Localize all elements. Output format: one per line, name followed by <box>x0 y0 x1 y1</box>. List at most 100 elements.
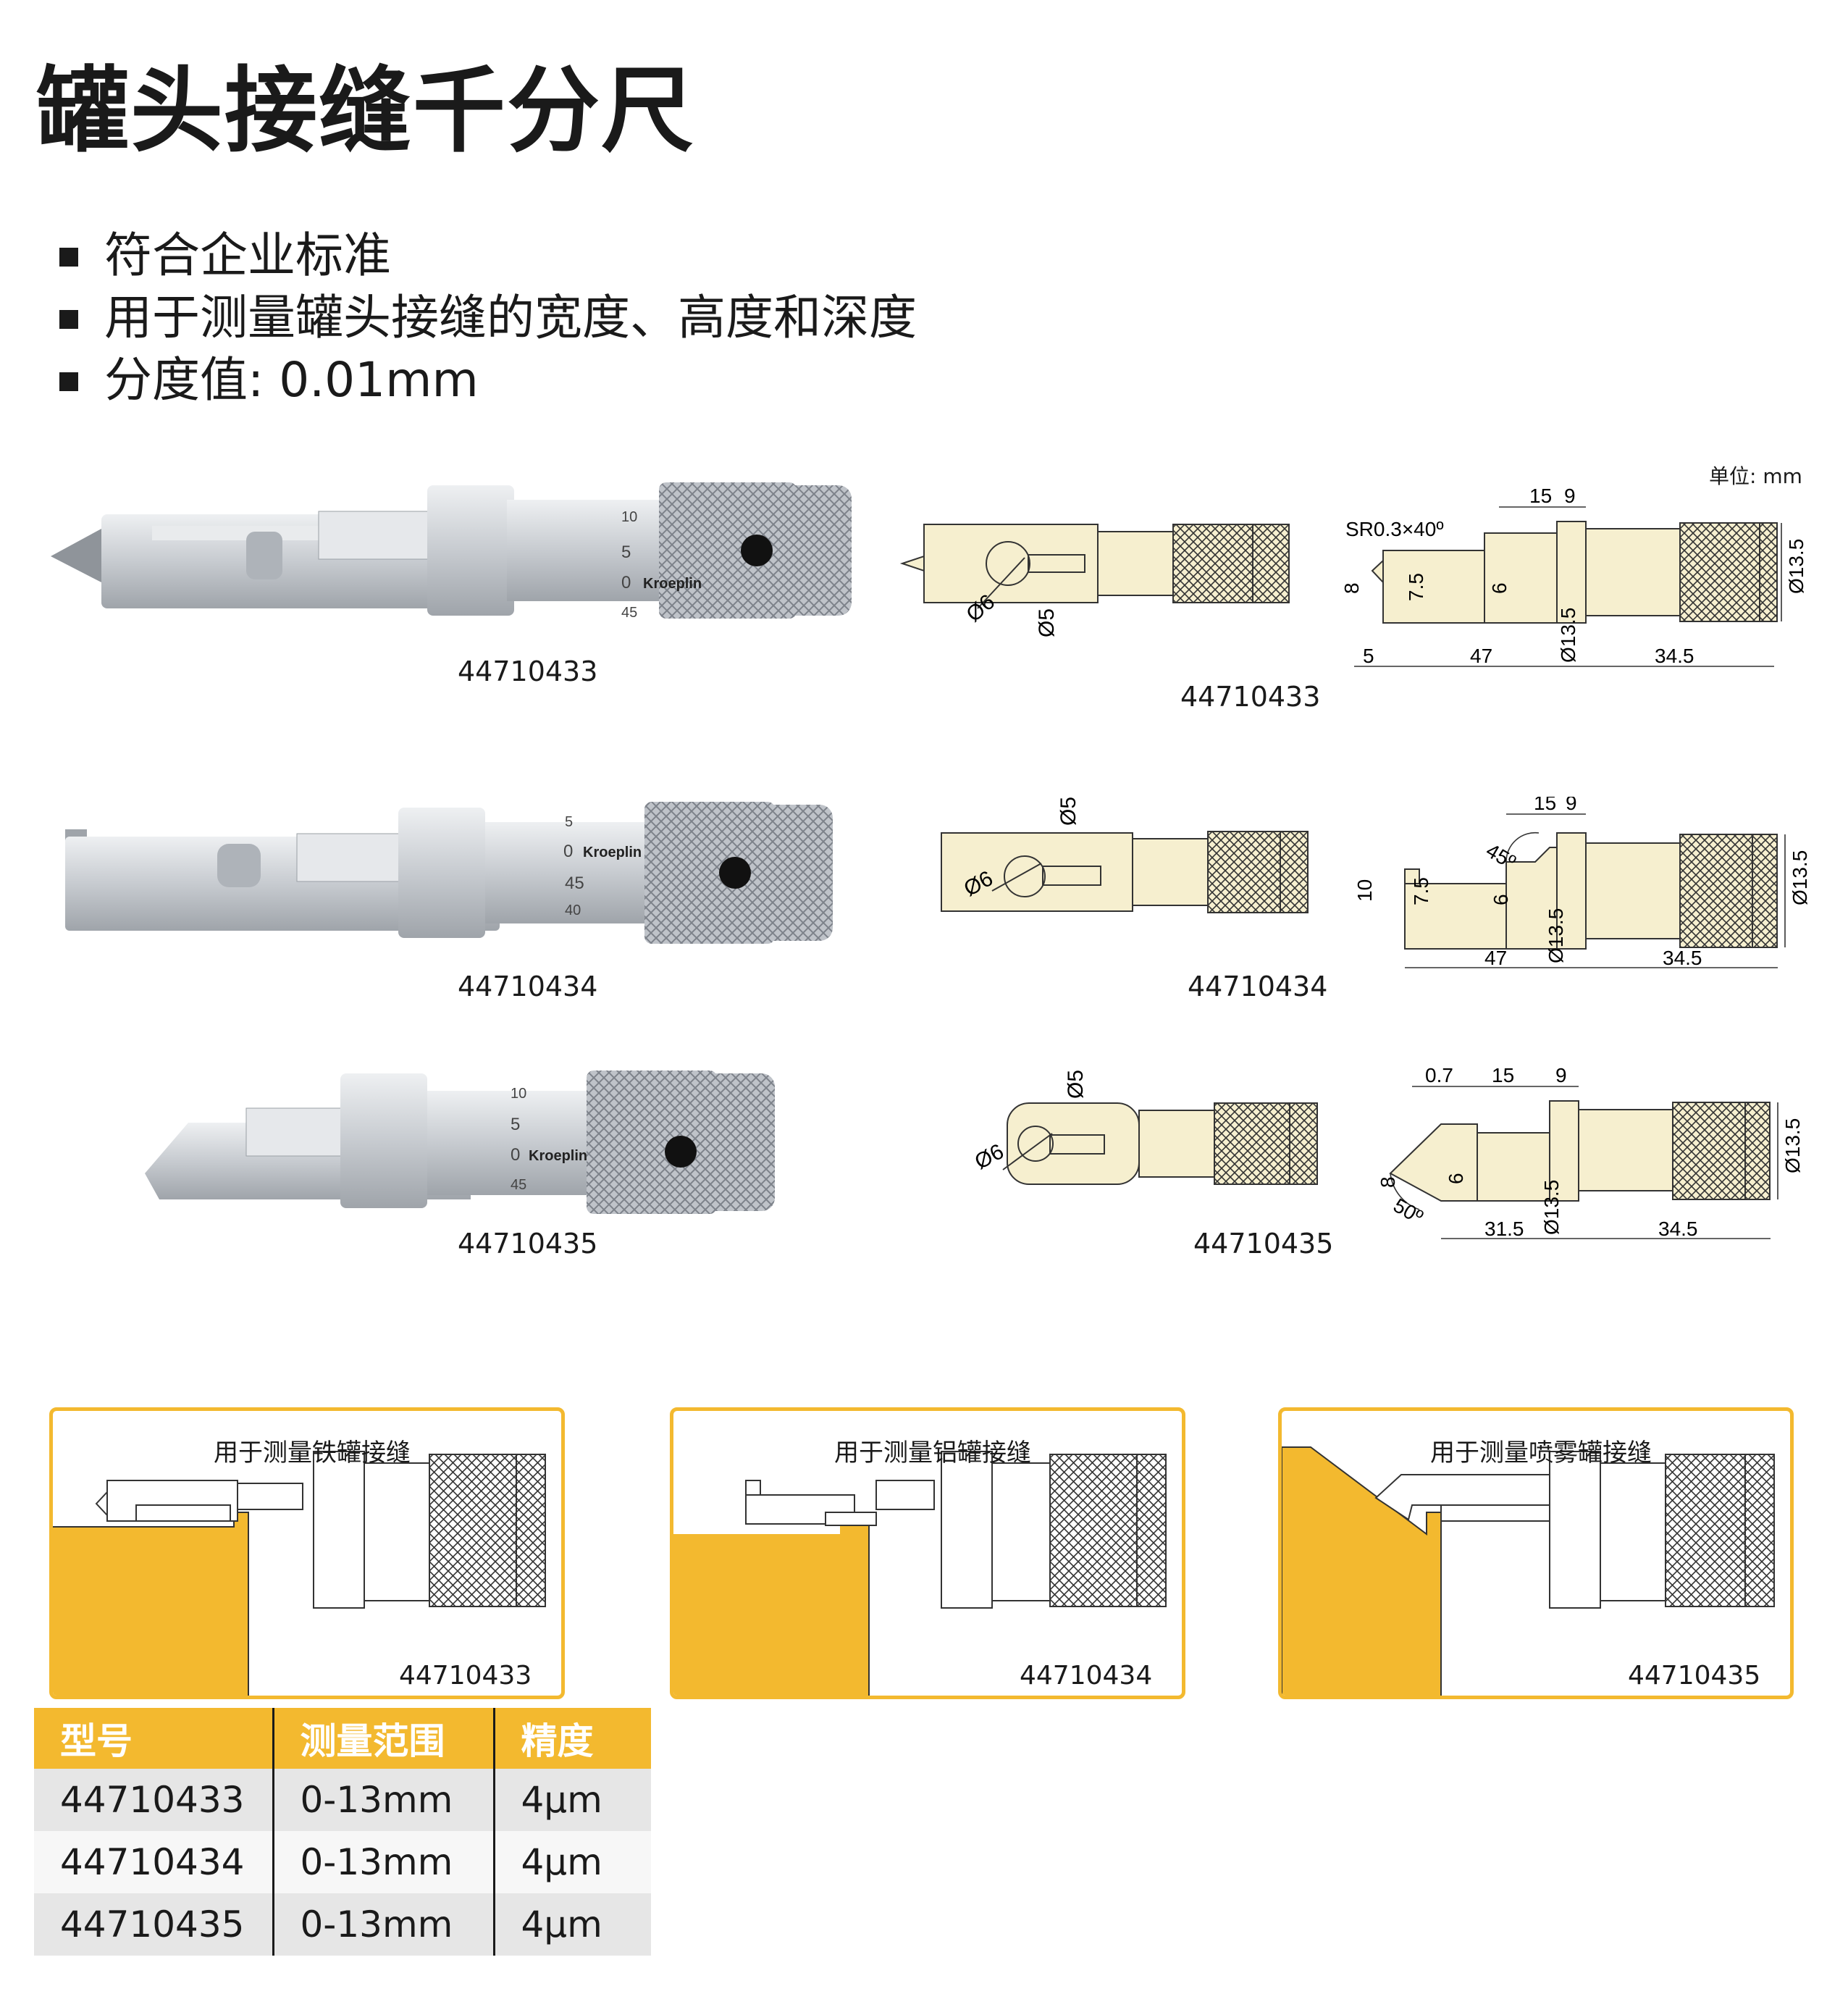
dim-label: 47 <box>1484 947 1507 969</box>
usage-panel-code: 44710434 <box>1020 1661 1153 1691</box>
dim-label: 7.5 <box>1405 573 1427 601</box>
bullet-icon <box>59 310 78 329</box>
cell-model: 44710435 <box>34 1893 273 1956</box>
brand-logo: Kroeplin <box>529 1148 587 1164</box>
side-drawing-44710434: 15 9 45º 10 7.5 6 Ø13.5 Ø13.5 47 34.5 <box>1353 797 1810 969</box>
dim-label: Ø13.5 <box>1781 1118 1804 1173</box>
photo-caption: 44710433 <box>458 655 598 687</box>
usage-illustration <box>53 1451 546 1696</box>
dim-label: Ø5 <box>1064 1070 1088 1099</box>
feature-item: 分度值: 0.01mm <box>59 349 917 411</box>
unit-note: 单位: mm <box>1709 464 1802 488</box>
photo-caption: 44710434 <box>458 971 598 1002</box>
drawing-caption: 44710434 <box>1188 971 1328 1002</box>
col-header-range: 测量范围 <box>272 1708 494 1769</box>
scale-mark: 45 <box>511 1177 526 1193</box>
product-photo-44710434: 5 0 45 40 Kroeplin <box>65 802 833 944</box>
side-drawing-44710433: SR0.3×40º 15 9 8 7.5 6 Ø13.5 Ø13.5 5 47 … <box>1340 485 1807 667</box>
scale-mark: 0 <box>511 1145 520 1165</box>
dim-label: Ø6 <box>974 1139 1008 1174</box>
dim-label: Ø13.5 <box>1540 1180 1563 1235</box>
scale-mark: 5 <box>621 542 631 562</box>
dim-label: Ø13.5 <box>1789 850 1810 905</box>
dim-label: 5 <box>1363 645 1374 667</box>
cell-accuracy: 4µm <box>492 1831 651 1893</box>
dim-label: 8 <box>1340 582 1363 594</box>
usage-panel-iron-can: 用于测量铁罐接缝 44710433 <box>49 1407 565 1699</box>
scale-mark: 5 <box>565 814 573 830</box>
dim-label: 15 <box>1534 797 1556 814</box>
cell-range: 0-13mm <box>272 1831 494 1893</box>
dim-label: Ø13.5 <box>1785 539 1807 594</box>
feature-item: 用于测量罐头接缝的宽度、高度和深度 <box>59 287 917 349</box>
front-drawing-44710435: Ø5 Ø6 <box>974 1070 1318 1185</box>
dim-label: Ø5 <box>1035 608 1059 637</box>
cell-accuracy: 4µm <box>492 1893 651 1956</box>
bullet-icon <box>59 248 78 267</box>
dim-label: 15 <box>1529 485 1552 507</box>
dim-label: 50º <box>1390 1194 1427 1228</box>
front-drawing-44710433: Ø6 Ø5 <box>899 524 1290 637</box>
usage-panel-title: 用于测量喷雾罐接缝 <box>1430 1438 1652 1467</box>
cell-model: 44710433 <box>34 1769 273 1831</box>
dim-label: 9 <box>1564 485 1576 507</box>
scale-mark: 45 <box>621 605 637 621</box>
usage-panel-code: 44710435 <box>1628 1661 1761 1691</box>
dim-label: 6 <box>1488 582 1511 594</box>
spec-table: 型号 测量范围 精度 44710433 0-13mm 4µm 44710434 … <box>34 1708 651 1956</box>
scale-mark: 0 <box>563 842 573 861</box>
side-drawing-44710435: 0.7 15 9 8 6 50º Ø13.5 Ø13.5 31.5 34.5 <box>1377 1065 1804 1240</box>
dim-label: 0.7 <box>1425 1065 1453 1086</box>
table-row: 44710433 0-13mm 4µm <box>34 1769 651 1831</box>
dim-label: 34.5 <box>1655 645 1694 667</box>
dim-label: 6 <box>1445 1173 1467 1184</box>
scale-mark: 40 <box>565 902 581 918</box>
dim-label: 47 <box>1470 645 1492 667</box>
col-header-accuracy: 精度 <box>492 1708 651 1769</box>
dim-label: 7.5 <box>1410 877 1432 905</box>
dim-label: 9 <box>1566 797 1577 814</box>
usage-panel-aerosol-can: 用于测量喷雾罐接缝 44710435 <box>1278 1407 1794 1699</box>
dim-label: 34.5 <box>1663 947 1702 969</box>
dim-label: 10 <box>1353 879 1376 902</box>
product-photo-44710435: 10 5 0 45 Kroeplin <box>145 1071 775 1214</box>
dim-label: 31.5 <box>1484 1218 1524 1240</box>
drawing-caption: 44710433 <box>1180 681 1321 713</box>
dim-label: 34.5 <box>1658 1218 1698 1240</box>
brand-logo: Kroeplin <box>583 845 642 860</box>
usage-panel-code: 44710433 <box>399 1661 532 1691</box>
scale-mark: 10 <box>511 1086 526 1102</box>
dim-label: 8 <box>1377 1176 1399 1188</box>
table-row: 44710434 0-13mm 4µm <box>34 1831 651 1893</box>
dim-label: SR0.3×40º <box>1345 518 1444 540</box>
scale-mark: 5 <box>511 1115 520 1134</box>
product-photo-44710433: 10 5 0 45 Kroeplin <box>51 482 852 621</box>
page-title: 罐头接缝千分尺 <box>36 57 696 165</box>
dim-label: Ø13.5 <box>1557 608 1579 663</box>
dim-label: Ø5 <box>1057 797 1080 826</box>
table-header-row: 型号 测量范围 精度 <box>34 1708 651 1769</box>
cell-accuracy: 4µm <box>492 1769 651 1831</box>
dim-label: Ø13.5 <box>1545 908 1567 963</box>
usage-panel-title: 用于测量铝罐接缝 <box>834 1438 1031 1467</box>
cell-range: 0-13mm <box>272 1769 494 1831</box>
dim-label: 15 <box>1492 1065 1514 1086</box>
scale-mark: 10 <box>621 509 637 525</box>
scale-mark: 45 <box>565 874 584 893</box>
brand-logo: Kroeplin <box>643 576 702 592</box>
photo-caption: 44710435 <box>458 1228 598 1260</box>
feature-list: 符合企业标准 用于测量罐头接缝的宽度、高度和深度 分度值: 0.01mm <box>59 225 917 411</box>
table-row: 44710435 0-13mm 4µm <box>34 1893 651 1956</box>
col-header-model: 型号 <box>34 1708 273 1769</box>
feature-item: 符合企业标准 <box>59 225 917 287</box>
cell-model: 44710434 <box>34 1831 273 1893</box>
usage-illustration <box>1282 1446 1775 1696</box>
scale-mark: 0 <box>621 573 631 592</box>
usage-illustration <box>673 1451 1167 1696</box>
front-drawing-44710434: Ø5 Ø6 <box>941 797 1309 913</box>
drawing-caption: 44710435 <box>1193 1228 1334 1260</box>
dim-label: 9 <box>1555 1065 1567 1086</box>
usage-panel-title: 用于测量铁罐接缝 <box>214 1438 411 1467</box>
cell-range: 0-13mm <box>272 1893 494 1956</box>
bullet-icon <box>59 372 78 391</box>
